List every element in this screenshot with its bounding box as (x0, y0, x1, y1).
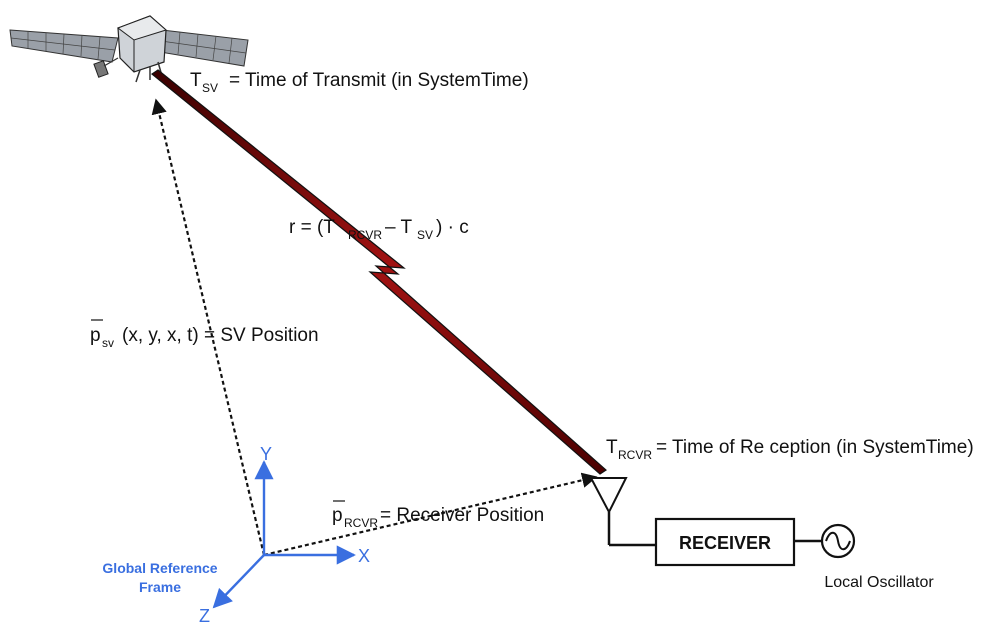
sv-position-text: (x, y, x, t) = SV Position (122, 325, 319, 346)
rcvr-position-symbol: p (332, 505, 343, 526)
tsv-description: = Time of Transmit (in SystemTime) (229, 70, 529, 91)
range-eq-sv-sub: SV (417, 228, 433, 242)
receiver-box (654, 517, 796, 567)
signal-path (150, 69, 607, 475)
trcvr-description: = Time of Re ception (in SystemTime) (656, 437, 974, 458)
axis-z-label: Z (199, 606, 210, 623)
range-eq-suffix: ) · c (436, 217, 469, 238)
sv-position-vector (151, 98, 266, 556)
global-frame-label-line2: Frame (139, 579, 181, 595)
axis-y-label: Y (260, 444, 272, 464)
receiver-position-vector (263, 472, 598, 557)
tsv-subscript: SV (202, 81, 218, 95)
range-eq-minus: – T (385, 217, 413, 238)
global-frame-label-line1: Global Reference (102, 560, 217, 576)
reference-frame-axes (212, 460, 356, 609)
axis-x-label: X (358, 546, 370, 566)
satellite-icon (9, 15, 249, 83)
tsv-symbol: T (190, 70, 202, 91)
range-eq-prefix: r = (T (289, 217, 335, 238)
sv-position-symbol: p (90, 325, 101, 346)
receiver-box-label: RECEIVER (679, 533, 771, 553)
antenna-icon (589, 477, 656, 547)
oscillator-label: Local Oscillator (824, 574, 934, 591)
oscillator-icon (820, 523, 856, 559)
sv-position-subscript: sv (102, 336, 114, 350)
rcvr-position-text: = Receiver Position (380, 505, 544, 526)
rcvr-position-subscript: RCVR (344, 516, 378, 530)
trcvr-symbol: T (606, 437, 618, 458)
range-eq-rcvr-sub: RCVR (348, 228, 382, 242)
trcvr-subscript: RCVR (618, 448, 652, 462)
